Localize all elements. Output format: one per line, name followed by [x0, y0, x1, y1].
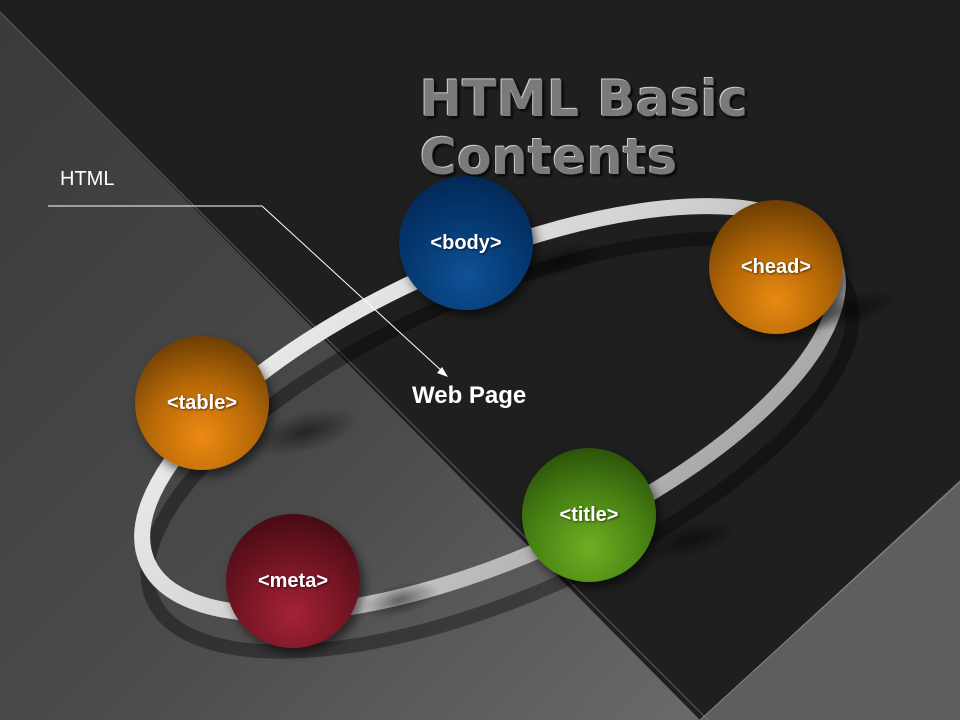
node-meta-label: <meta>	[257, 569, 329, 592]
node-title: <title>	[522, 448, 656, 582]
web-page-label: Web Page	[412, 382, 527, 409]
node-table: <table>	[135, 336, 269, 470]
arrowhead-icon	[437, 367, 448, 377]
node-body-label: <body>	[430, 231, 502, 254]
html-label: HTML	[60, 168, 115, 190]
slide-title: HTML Basic Contents	[420, 70, 749, 186]
node-title-label: <title>	[559, 503, 619, 526]
html-connector-line	[48, 205, 444, 373]
node-table-label: <table>	[166, 391, 238, 414]
node-head-label: <head>	[740, 255, 812, 278]
node-meta: <meta>	[226, 514, 360, 648]
node-head: <head>	[709, 200, 843, 334]
node-body: <body>	[399, 176, 533, 310]
